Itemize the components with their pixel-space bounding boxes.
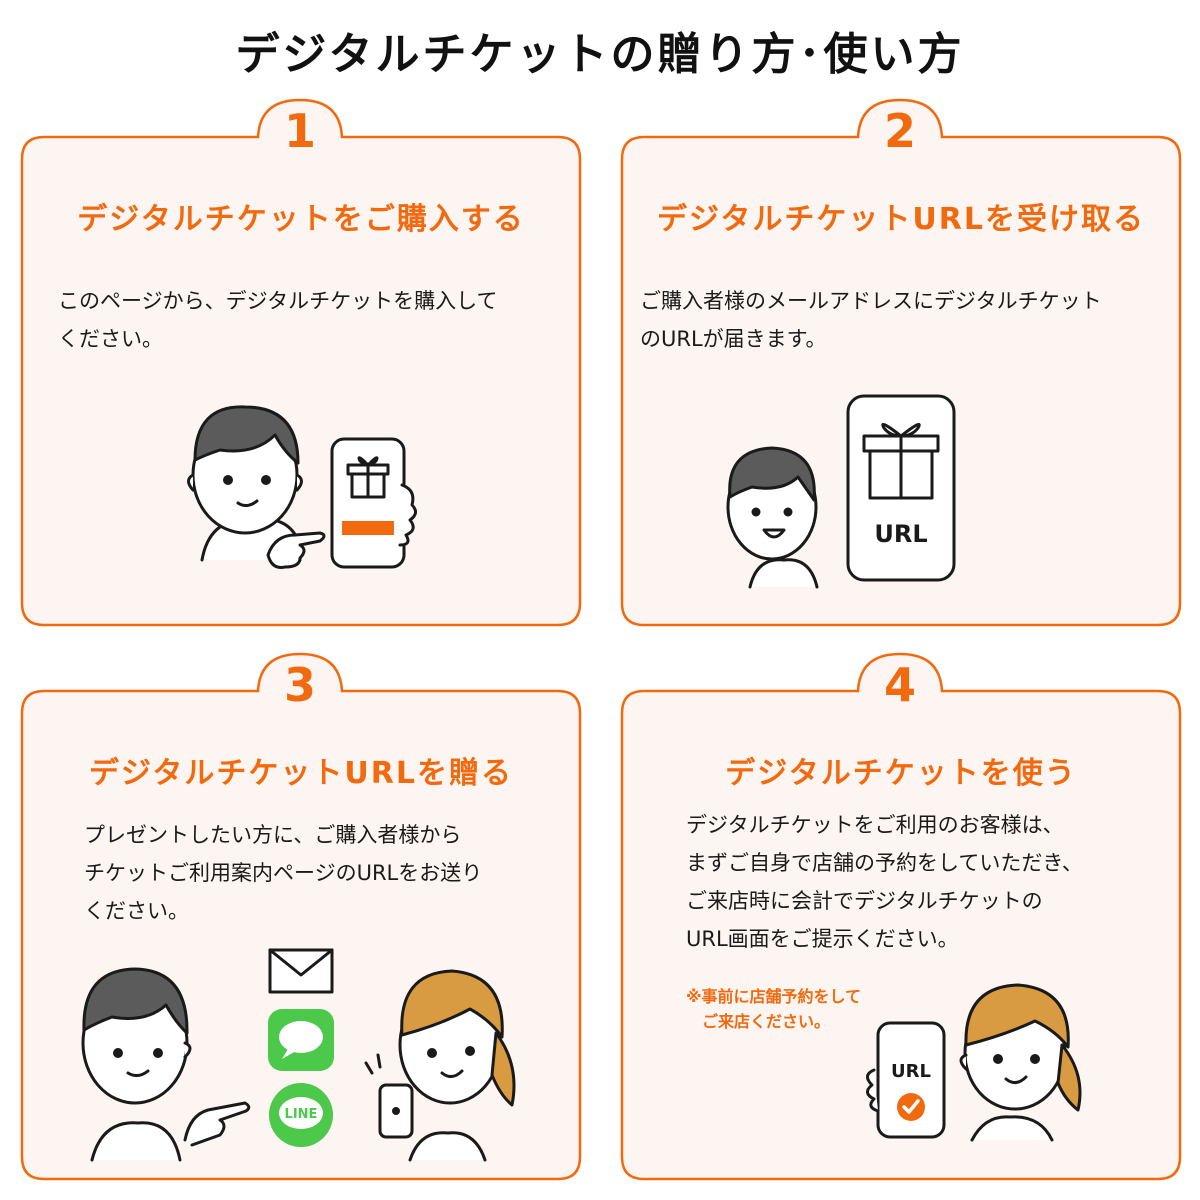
- page-title: デジタルチケットの贈り方･使い方: [235, 29, 965, 80]
- purchase-illustration: [187, 405, 417, 569]
- step-4-body: デジタルチケットをご利用のお客様は、 まずご自身で店舗の予約をしていただき、 ご…: [686, 806, 1083, 958]
- step-3-body-line: チケットご利用案内ページのURLをお送り: [84, 861, 483, 885]
- step-1-body: このページから、デジタルチケットを購入して ください。: [58, 282, 498, 358]
- step-4-body-line: ご来店時に会計でデジタルチケットの: [686, 889, 1043, 913]
- step-3-body-line: プレゼントしたい方に、ご購入者様から: [84, 823, 462, 847]
- step-4-body-line: まずご自身で店舗の予約をしていただき、: [686, 851, 1083, 875]
- url-label: URL: [874, 520, 927, 548]
- step-4-body-line: URL画面をご提示ください。: [686, 927, 959, 951]
- step-1-body-line: ください。: [58, 327, 163, 351]
- line-icon: LINE: [269, 1083, 333, 1147]
- step-2-body-line: のURLが届きます。: [640, 327, 827, 351]
- receive-url-illustration: URL: [726, 394, 956, 589]
- step-1-body-line: このページから、デジタルチケットを購入して: [58, 289, 498, 313]
- step-2-title: デジタルチケットURLを受け取る: [657, 202, 1145, 237]
- line-label: LINE: [285, 1107, 318, 1122]
- step-4-note: ※事前に店舗予約をして ご来店ください。: [686, 984, 861, 1034]
- step-3-body: プレゼントしたい方に、ご購入者様から チケットご利用案内ページのURLをお送り …: [84, 816, 482, 930]
- step-4-note-line: ご来店ください。: [686, 1012, 831, 1031]
- url-label: URL: [891, 1061, 931, 1082]
- step-3-number: 3: [283, 658, 316, 712]
- step-3-body-line: ください。: [84, 899, 189, 923]
- step-1-title: デジタルチケットをご購入する: [77, 202, 525, 237]
- step-2-body-line: ご購入者様のメールアドレスにデジタルチケット: [640, 289, 1102, 313]
- use-ticket-illustration: URL: [866, 983, 1082, 1142]
- step-1-number: 1: [283, 104, 316, 158]
- step-4-number: 4: [883, 658, 916, 712]
- check-icon: [897, 1093, 925, 1121]
- step-2-number: 2: [883, 104, 916, 158]
- step-3-title: デジタルチケットURLを贈る: [89, 756, 513, 791]
- step-4-title: デジタルチケットを使う: [725, 756, 1077, 791]
- mail-icon: [268, 948, 334, 994]
- step-2-body: ご購入者様のメールアドレスにデジタルチケット のURLが届きます。: [640, 282, 1102, 358]
- message-icon: [268, 1009, 334, 1071]
- card-1-frame: [20, 98, 582, 627]
- send-url-illustration: LINE: [81, 948, 516, 1162]
- step-4-body-line: デジタルチケットをご利用のお客様は、: [686, 813, 1064, 837]
- step-4-note-line: ※事前に店舗予約をして: [686, 987, 862, 1006]
